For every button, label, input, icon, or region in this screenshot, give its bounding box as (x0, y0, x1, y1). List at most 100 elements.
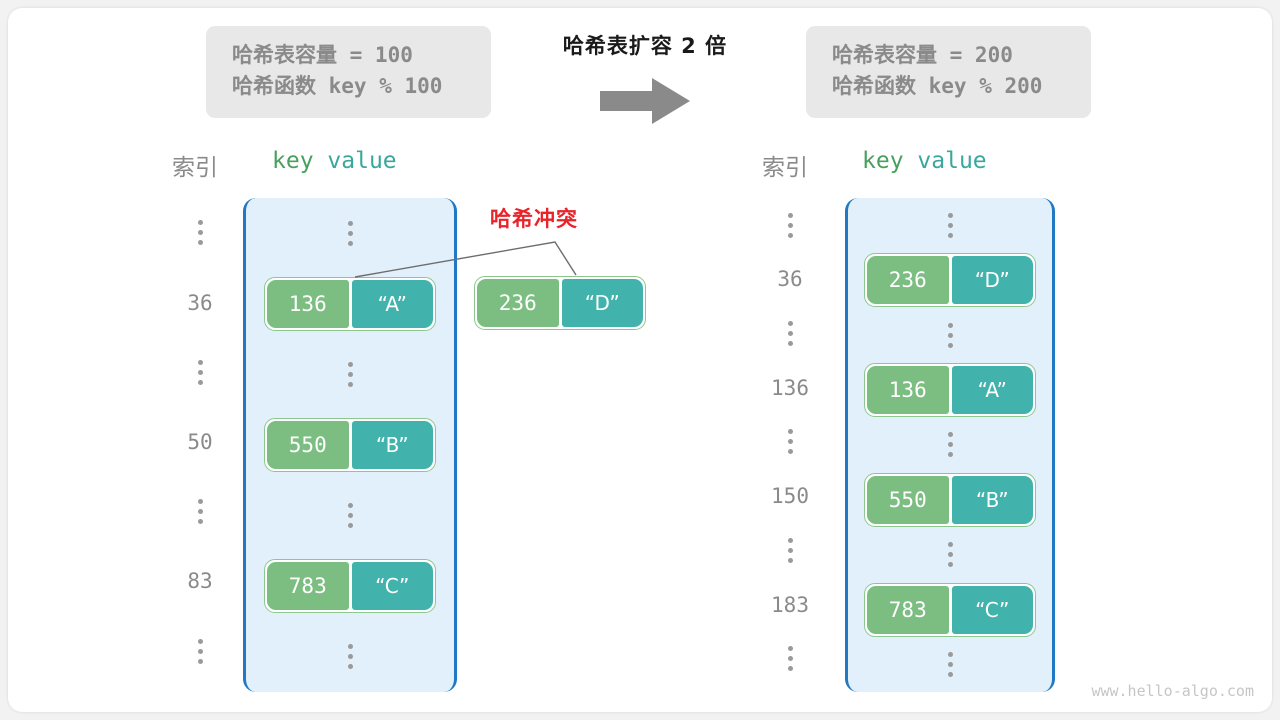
kv-key: 783 (867, 585, 949, 634)
bucket-array-before: 136“A” 550“B” 783“C” (243, 198, 457, 692)
header-kv-after: key value (862, 148, 987, 174)
kv-key: 136 (867, 366, 949, 415)
ellipsis-icon (947, 432, 953, 458)
kv-value: “D” (951, 256, 1033, 305)
kv-value: “B” (351, 420, 433, 469)
ellipsis-icon (347, 220, 353, 246)
kv-value: “C” (951, 585, 1033, 634)
header-value-after: value (917, 148, 987, 174)
ellipsis-icon (197, 359, 203, 385)
bucket-empty-row (848, 527, 1052, 582)
index-ellipsis (750, 523, 830, 577)
collision-label: 哈希冲突 (490, 207, 578, 231)
bucket-row: 783“C” (848, 582, 1052, 637)
header-index-before: 索引 (172, 155, 218, 181)
index-cell: 136 (771, 375, 809, 400)
ellipsis-icon (347, 361, 353, 387)
ellipsis-icon (947, 651, 953, 677)
hash-config-after: 哈希表容量 = 200 哈希函数 key % 200 (806, 26, 1091, 118)
bucket-empty-row (246, 198, 454, 269)
kv-key: 136 (267, 279, 349, 328)
bucket-empty-row (246, 621, 454, 692)
capacity-value-before: = 100 (337, 43, 413, 67)
ellipsis-icon (787, 429, 793, 455)
index-cell: 36 (777, 267, 803, 292)
bucket-row: 136“A” (246, 269, 454, 340)
capacity-line-after: 哈希表容量 = 200 (832, 40, 1065, 71)
bucket-row: 550“B” (246, 410, 454, 481)
index-ellipsis (160, 616, 240, 686)
header-key-after: key (862, 148, 904, 174)
index-column-after: 36 136 150 183 (750, 198, 830, 686)
capacity-value-after: = 200 (937, 43, 1013, 67)
function-label-after: 哈希函数 (832, 74, 916, 98)
ellipsis-icon (947, 542, 953, 568)
kv-key: 550 (267, 420, 349, 469)
kv-key: 550 (867, 475, 949, 524)
diagram-card (8, 8, 1272, 712)
header-index-after: 索引 (762, 155, 808, 181)
kv-pair: 550“B” (864, 472, 1036, 527)
function-line-before: 哈希函数 key % 100 (232, 71, 465, 102)
kv-pair: 136“A” (264, 276, 436, 331)
index-cell: 36 (187, 290, 213, 315)
index-column-before: 36 50 83 (160, 198, 240, 686)
kv-value: “B” (951, 475, 1033, 524)
index-cell: 150 (771, 484, 809, 509)
kv-pair: 136“A” (864, 363, 1036, 418)
index-cell: 50 (187, 429, 213, 454)
kv-pair: 550“B” (264, 417, 436, 472)
capacity-label-after: 哈希表容量 (832, 43, 937, 67)
bucket-empty-row (848, 308, 1052, 363)
ellipsis-icon (197, 220, 203, 246)
kv-key: 236 (867, 256, 949, 305)
index-cell: 183 (771, 592, 809, 617)
kv-key: 783 (267, 562, 349, 611)
bucket-empty-row (848, 198, 1052, 253)
index-ellipsis (160, 337, 240, 407)
header-key-before: key (272, 148, 314, 174)
header-value-before: value (327, 148, 397, 174)
collision-leader-lines (354, 241, 577, 278)
ellipsis-icon (787, 321, 793, 347)
transform-label: 哈希表扩容 2 倍 (562, 34, 728, 58)
collision-pair: 236 “D” (474, 276, 646, 330)
bucket-empty-row (246, 339, 454, 410)
kv-value: “C” (351, 562, 433, 611)
kv-pair: 236“D” (864, 253, 1036, 308)
bucket-array-after: 236“D” 136“A” 550“B” 783“C” (845, 198, 1055, 692)
bucket-empty-row (848, 637, 1052, 692)
index-ellipsis (160, 198, 240, 268)
ellipsis-icon (197, 638, 203, 664)
ellipsis-icon (347, 503, 353, 529)
index-ellipsis (750, 632, 830, 686)
bucket-empty-row (246, 480, 454, 551)
index-cell: 83 (187, 569, 213, 594)
function-value-before: key % 100 (316, 74, 443, 98)
ellipsis-icon (947, 212, 953, 238)
bucket-row: 550“B” (848, 472, 1052, 527)
hash-config-before: 哈希表容量 = 100 哈希函数 key % 100 (206, 26, 491, 118)
capacity-label-before: 哈希表容量 (232, 43, 337, 67)
watermark: www.hello-algo.com (1091, 682, 1254, 700)
bucket-row: 136“A” (848, 363, 1052, 418)
index-ellipsis (160, 477, 240, 547)
kv-value: “A” (351, 279, 433, 328)
kv-value: “A” (951, 366, 1033, 415)
header-kv-before: key value (272, 148, 397, 174)
index-ellipsis (750, 198, 830, 252)
kv-value: “D” (561, 279, 643, 327)
ellipsis-icon (787, 537, 793, 563)
ellipsis-icon (787, 646, 793, 672)
right-arrow-icon (600, 78, 690, 124)
ellipsis-icon (787, 212, 793, 238)
ellipsis-icon (347, 644, 353, 670)
function-label-before: 哈希函数 (232, 74, 316, 98)
index-ellipsis (750, 415, 830, 469)
function-value-after: key % 200 (916, 74, 1043, 98)
kv-pair: 783“C” (264, 559, 436, 614)
capacity-line-before: 哈希表容量 = 100 (232, 40, 465, 71)
ellipsis-icon (947, 322, 953, 348)
kv-pair: 236 “D” (474, 276, 646, 330)
